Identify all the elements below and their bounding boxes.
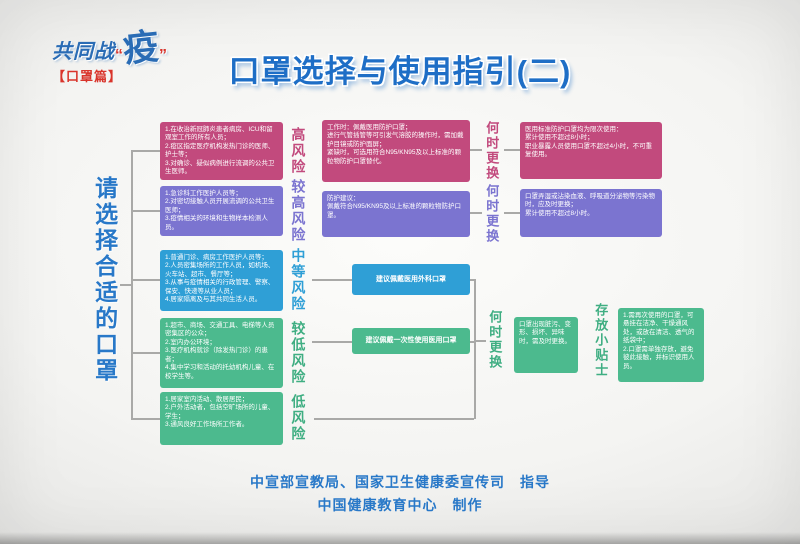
logo-quote-open: “ [115, 47, 123, 65]
medium-risk-level-label: 中等风险 [290, 248, 307, 312]
when-to-replace-higher-box: 口罩弄湿或沾染血液、呼吸道分泌物等污染物时，应及时更换； 累计使用不超过8小时。 [520, 189, 662, 237]
connector-line [312, 341, 352, 343]
logo: 共同战 “ 疫 ” 【口罩篇】 [52, 25, 182, 85]
when-to-replace-higher-label: 何时更换 [484, 184, 500, 244]
connector-line [131, 279, 160, 281]
connector-line [312, 279, 352, 281]
high-risk-level-label: 高风险 [290, 127, 307, 175]
connector-line [131, 418, 160, 420]
credits-producer: 中国健康教育中心 制作 [317, 497, 483, 513]
page-bottom-shadow [0, 532, 800, 544]
when-to-replace-high-box: 医用标准防护口罩均为限次使用： 累计使用不超过8小时； 职业暴露人员使用口罩不超… [520, 122, 662, 179]
connector-line [470, 341, 474, 343]
logo-yi-character: 疫 [120, 25, 162, 71]
connector-line [470, 149, 482, 151]
lower-risk-advice-box: 建议佩戴一次性使用医用口罩 [352, 328, 470, 354]
high-risk-group-box: 1.在收治新冠肺炎患者病房、ICU和留观室工作的所有人员； 2.疫区指定医疗机构… [160, 122, 283, 180]
lower-risk-group-box: 1.超市、商场、交通工具、电梯等人员密集区的公众； 2.室内办公环境； 3.医疗… [160, 318, 283, 388]
medium-risk-advice-box: 建议佩戴医用外科口罩 [352, 264, 470, 295]
logo-quote-close: ” [159, 47, 168, 65]
low-risk-group-box: 1.居家室内活动、散居居民； 2.户外活动者，包括空旷场所的儿童、学生； 3.通… [160, 392, 283, 445]
connector-line [504, 212, 520, 214]
storage-tips-label: 存放小贴士 [593, 303, 609, 378]
connector-line [314, 418, 474, 420]
connector-line [504, 149, 520, 151]
storage-tips-box: 1.需再次使用的口罩，可悬挂在洁净、干燥通风处，或放在清洁、透气的纸袋中； 2.… [618, 308, 704, 382]
higher-risk-advice-box: 防护建议： 佩戴符合N95/KN95及以上标准的颗粒物防护口罩。 [322, 191, 470, 237]
connector-line [474, 279, 476, 419]
logo-badge-mask-chapter: 【口罩篇】 [52, 69, 123, 85]
connector-line [470, 279, 474, 281]
connector-line [470, 212, 482, 214]
when-to-replace-low-label: 何时更换 [487, 310, 503, 370]
logo-slogan-prefix: 共同战 [52, 41, 115, 64]
connector-line [131, 352, 160, 354]
left-axis-label: 请选择合适的口罩 [91, 176, 118, 384]
connector-line [131, 210, 160, 212]
page-title: 口罩选择与使用指引(二) [228, 54, 572, 89]
medium-risk-group-box: 1.普通门诊、病房工作医护人员等； 2.人员密集场所的工作人员，如机场、火车站、… [160, 250, 283, 311]
connector-line [131, 150, 133, 419]
lower-risk-level-label: 较低风险 [290, 321, 307, 385]
connector-line [120, 284, 131, 286]
when-to-replace-low-box: 口罩出现脏污、变形、损坏、异味时，需及时更换。 [514, 317, 578, 373]
higher-risk-level-label: 较高风险 [290, 179, 307, 243]
connector-line [131, 150, 160, 152]
credits-guidance: 中宣部宣教局、国家卫生健康委宣传司 指导 [250, 474, 550, 490]
high-risk-advice-box: 工作时：佩戴医用防护口罩； 进行气管插管等可引发气溶胶的操作时，需加戴护目镜或防… [322, 120, 470, 182]
connector-line [475, 340, 486, 342]
when-to-replace-high-label: 何时更换 [484, 121, 500, 181]
logo-slogan: 共同战 “ 疫 ” [52, 25, 182, 71]
low-risk-level-label: 低风险 [290, 394, 307, 442]
higher-risk-group-box: 1.急诊科工作医护人员等； 2.对密切接触人员开展流调的公共卫生医师； 3.疫情… [160, 186, 283, 236]
